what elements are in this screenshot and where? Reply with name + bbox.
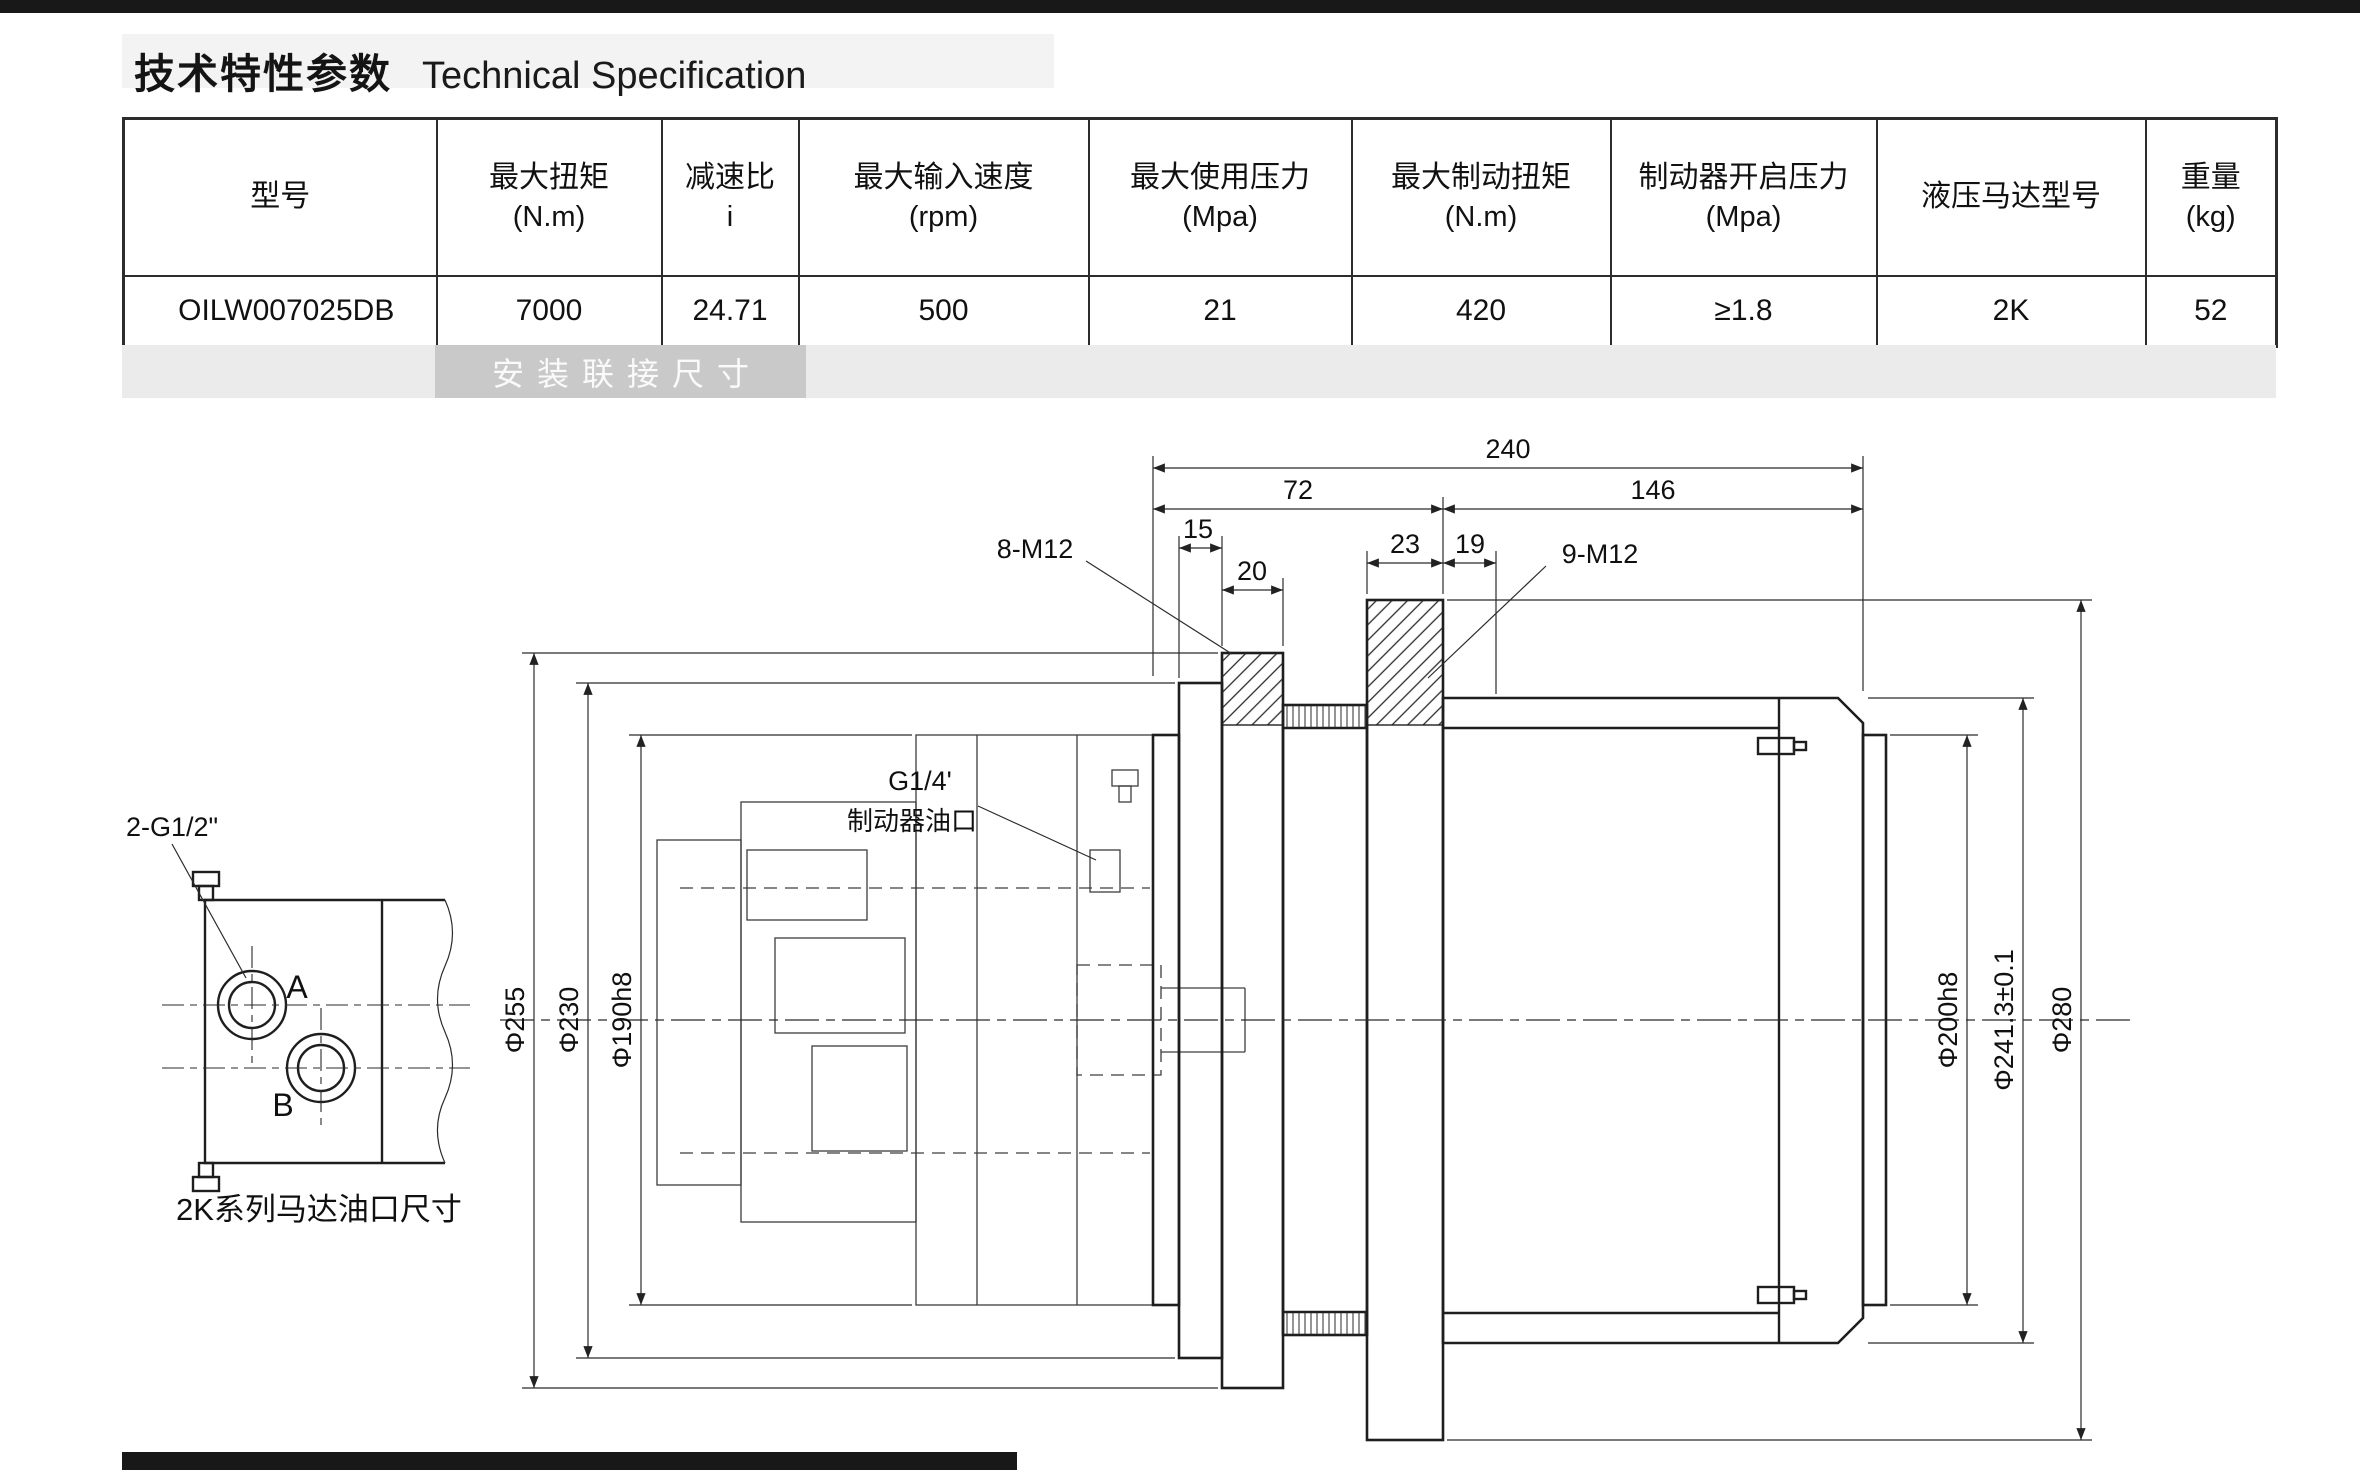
dim-phi200h8: Φ200h8	[1933, 972, 1963, 1069]
cell-brake-open-pressure: ≥1.8	[1609, 274, 1878, 348]
dim-20: 20	[1237, 556, 1267, 586]
col-header-brake-open-pressure: 制动器开启压力(Mpa)	[1609, 117, 1878, 277]
page-title-en: Technical Specification	[422, 55, 807, 97]
cell-max-pressure: 21	[1087, 274, 1353, 348]
dim-146: 146	[1630, 475, 1675, 505]
label-port-b: B	[272, 1087, 293, 1123]
section-banner-strip: 安装联接尺寸	[122, 345, 2276, 398]
label-2-g12: 2-G1/2"	[126, 812, 218, 842]
dim-phi230: Φ230	[554, 987, 584, 1054]
cell-max-brake-torque: 420	[1350, 274, 1612, 348]
col-header-model: 型号	[122, 117, 438, 277]
dim-phi190h8: Φ190h8	[607, 972, 637, 1069]
dim-phi280: Φ280	[2047, 987, 2077, 1054]
section-banner: 安装联接尺寸	[435, 345, 806, 398]
port-view-caption: 2K系列马达油口尺寸	[176, 1192, 462, 1227]
col-header-motor-model: 液压马达型号	[1875, 117, 2147, 277]
col-header-max-torque: 最大扭矩(N.m)	[435, 117, 663, 277]
dimension-lines	[529, 463, 2086, 1440]
cell-max-input-speed: 500	[797, 274, 1090, 348]
dim-19: 19	[1455, 529, 1485, 559]
top-black-bar	[0, 0, 2360, 13]
cell-motor-model: 2K	[1875, 274, 2147, 348]
cell-max-torque: 7000	[435, 274, 663, 348]
motor-port-view: 2-G1/2" A B 2K系列马达油口尺寸	[126, 812, 470, 1227]
dim-23: 23	[1390, 529, 1420, 559]
col-header-weight: 重量(kg)	[2144, 117, 2278, 277]
col-header-max-pressure: 最大使用压力(Mpa)	[1087, 117, 1353, 277]
title-backdrop	[122, 34, 1054, 88]
col-header-max-input-speed: 最大输入速度(rpm)	[797, 117, 1090, 277]
dim-240: 240	[1485, 434, 1530, 464]
dim-phi255: Φ255	[500, 987, 530, 1054]
bolt-top-icon	[191, 870, 221, 888]
cell-model: OILW007025DB	[122, 274, 438, 348]
cell-ratio: 24.71	[660, 274, 800, 348]
extension-lines	[522, 456, 2092, 1441]
label-port-a: A	[286, 969, 308, 1005]
dim-phi241: Φ241.3±0.1	[1989, 949, 2019, 1090]
label-brake-port: 制动器油口	[847, 806, 977, 836]
bolt-bottom-icon	[191, 1175, 221, 1193]
page-title-zh: 技术特性参数	[134, 51, 392, 97]
page-title: 技术特性参数 Technical Specification	[134, 40, 806, 100]
cell-weight: 52	[2144, 274, 2278, 348]
bottom-black-bar	[122, 1452, 1017, 1470]
label-8-m12: 8-M12	[997, 534, 1074, 564]
leader-lines	[977, 560, 1547, 861]
break-line	[436, 899, 454, 1164]
label-g14: G1/4'	[888, 766, 952, 796]
section-banner-label: 安装联接尺寸	[491, 355, 762, 392]
main-section-view: 240 72 146 15 20 23 19 8-M12 9-M12 G1/4'…	[500, 434, 2130, 1442]
col-header-max-brake-torque: 最大制动扭矩(N.m)	[1350, 117, 1612, 277]
label-9-m12: 9-M12	[1562, 539, 1639, 569]
spec-data-row: OILW007025DB 7000 24.71 500 21 420 ≥1.8 …	[122, 274, 2278, 348]
dim-15: 15	[1183, 514, 1213, 544]
port-leader-line	[171, 843, 247, 979]
dim-72: 72	[1283, 475, 1313, 505]
section-hatching	[1221, 599, 1444, 1336]
technical-drawing: 240 72 146 15 20 23 19 8-M12 9-M12 G1/4'…	[126, 434, 2130, 1442]
